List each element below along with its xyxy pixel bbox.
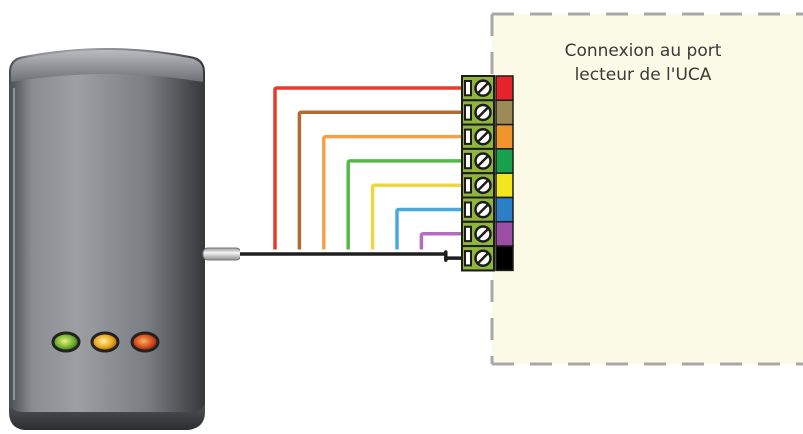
wire-entry-icon [464,250,472,267]
wire-entry-icon [464,128,472,145]
green-led-icon [51,331,81,353]
card-reader [9,48,205,430]
screw-slot-icon [477,155,489,167]
screw-slot-icon [477,130,489,143]
color-swatch [495,148,514,174]
screw-slot-icon [477,106,489,119]
terminal-1 [461,75,495,102]
uca-panel: Connexion au port lecteur de l'UCA [490,12,803,366]
color-swatch [495,172,514,199]
wire-entry-icon [464,201,472,218]
wire-entry-icon [464,225,472,243]
color-swatch [495,221,514,247]
uca-label-line-2: lecteur de l'UCA [575,65,712,85]
wire-entry-icon [464,177,472,194]
wire-entry-icon [464,104,472,121]
amber-led-icon [90,331,120,353]
reader-top-face [11,50,203,82]
color-swatch [495,245,514,272]
color-strip [495,75,514,272]
terminal-4 [461,147,495,175]
color-swatch [495,99,514,126]
wire-entry-icon [464,152,472,170]
color-swatch [495,123,514,150]
screw-slot-icon [477,203,489,216]
screw-slot-icon [477,179,489,192]
terminal-8 [461,245,495,272]
reader-body [9,48,205,412]
color-swatch [495,75,514,102]
terminal-6 [461,196,495,223]
red-led-icon [130,331,160,353]
wire-bundle [240,83,462,265]
screw-slot-icon [477,252,489,265]
terminal-7 [461,220,495,248]
color-swatch [495,196,514,223]
screw-slot-icon [477,228,489,240]
wire-entry-icon [464,80,472,97]
terminal-2 [461,99,495,126]
uca-panel-background [492,14,803,364]
terminal-5 [461,172,495,199]
uca-label-line-1: Connexion au port [565,41,722,61]
reader-cable [202,247,242,261]
terminal-block [461,75,495,272]
terminal-3 [461,123,495,150]
screw-slot-icon [477,82,489,95]
black-wire [240,250,462,262]
